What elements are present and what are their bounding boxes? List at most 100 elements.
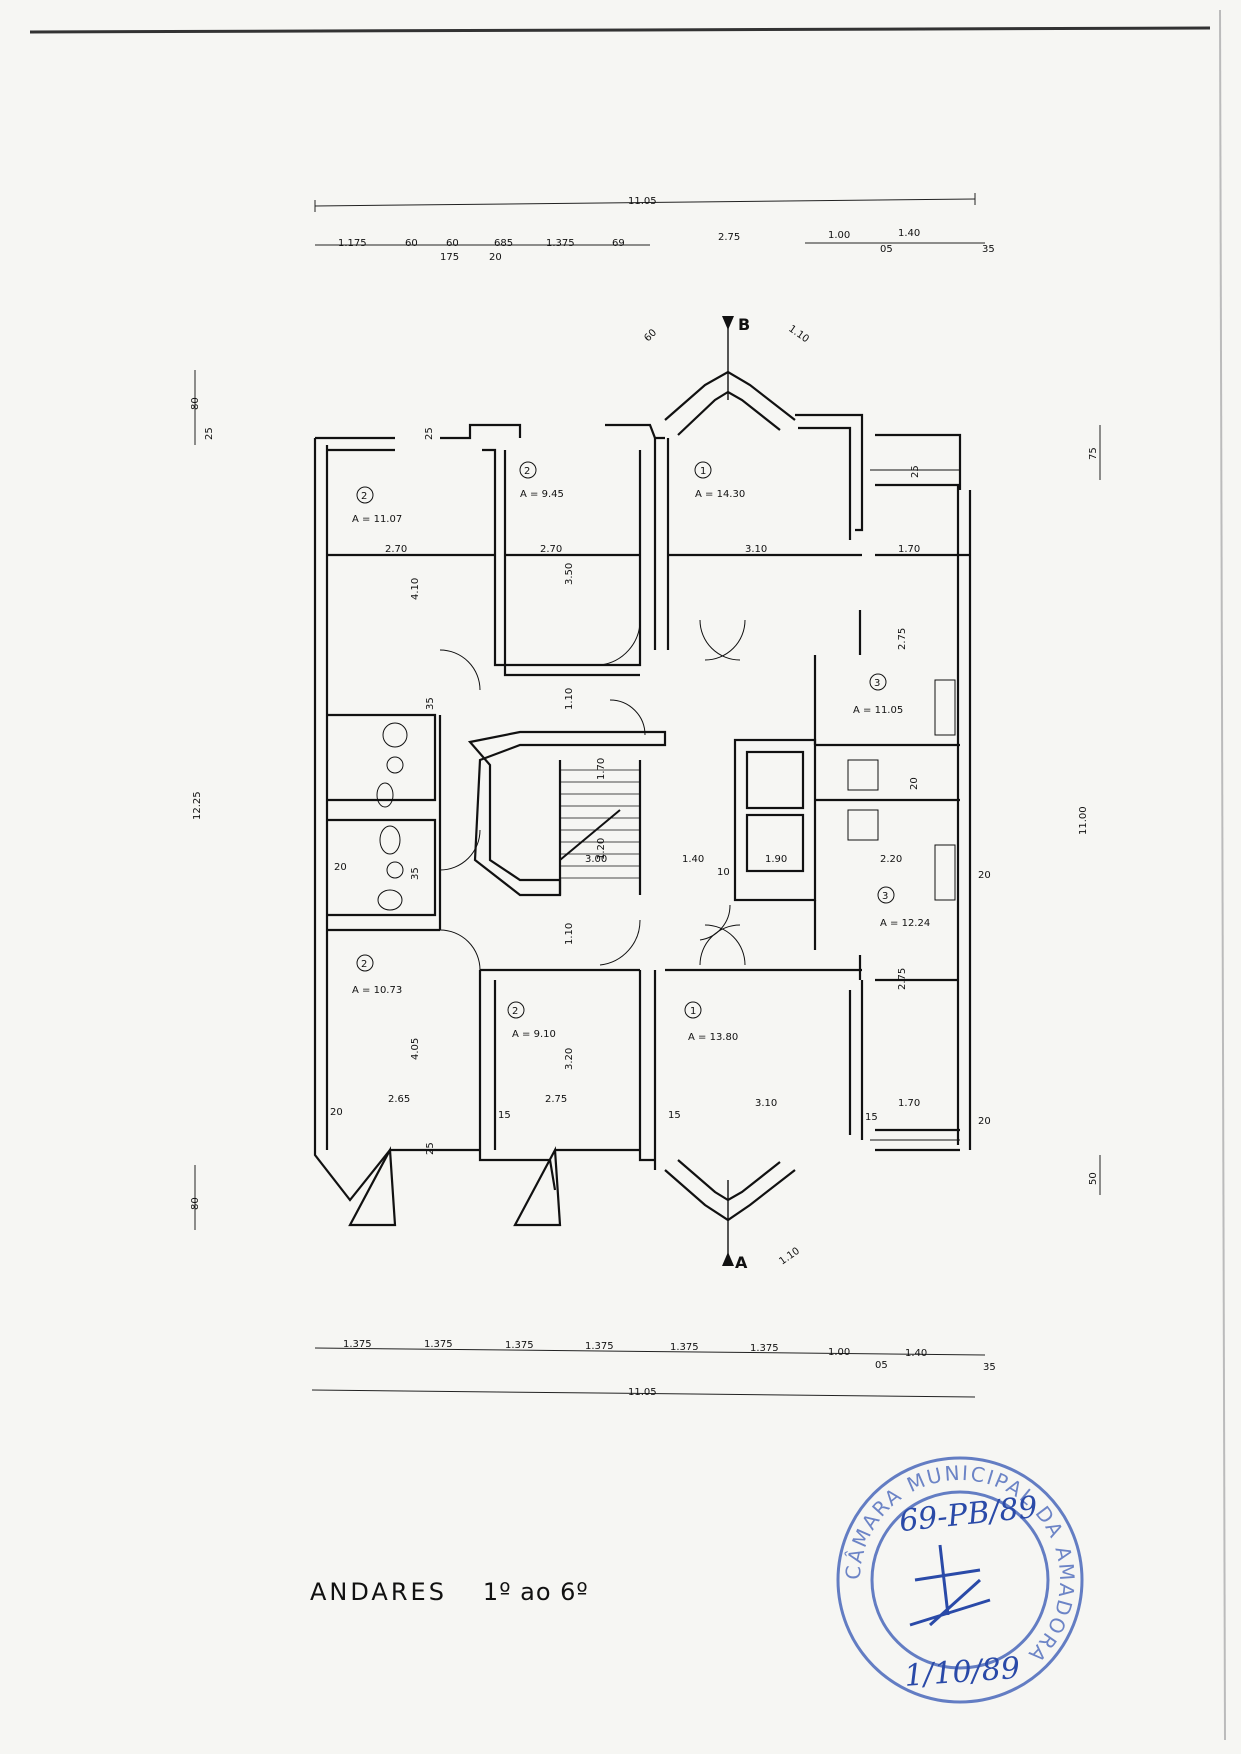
svg-text:2.75: 2.75 (897, 968, 908, 990)
svg-text:80: 80 (190, 1197, 201, 1210)
overall-height-right: 11.00 (1078, 806, 1089, 835)
svg-text:2.65: 2.65 (388, 1094, 410, 1105)
svg-text:1.90: 1.90 (765, 854, 787, 865)
svg-text:11.05: 11.05 (628, 1387, 657, 1398)
stamp-reference: 69-PB/89 (898, 1490, 1040, 1539)
svg-text:3: 3 (874, 678, 880, 689)
svg-text:1.70: 1.70 (898, 544, 920, 555)
svg-text:60: 60 (642, 327, 659, 344)
svg-text:A = 10.73: A = 10.73 (352, 985, 402, 996)
svg-text:1.375: 1.375 (343, 1339, 372, 1350)
signature-mark (909, 1544, 991, 1627)
building-walls (313, 370, 972, 1227)
svg-text:1.70: 1.70 (898, 1098, 920, 1109)
svg-text:1.20: 1.20 (596, 838, 607, 860)
svg-text:60: 60 (446, 238, 459, 249)
top-overall-dimension (314, 193, 976, 212)
svg-text:1.375: 1.375 (424, 1339, 453, 1350)
svg-text:1.375: 1.375 (585, 1341, 614, 1352)
svg-text:3.10: 3.10 (755, 1098, 777, 1109)
svg-text:1.10: 1.10 (564, 688, 575, 710)
svg-text:1.00: 1.00 (828, 1347, 850, 1358)
svg-text:2: 2 (512, 1006, 518, 1017)
room-labels: 2 A = 11.07 2.70 4.10 2 A = 9.45 2.70 3.… (352, 461, 930, 1109)
svg-text:25: 25 (204, 427, 215, 440)
svg-text:1: 1 (690, 1006, 696, 1017)
svg-text:1.375: 1.375 (670, 1342, 699, 1353)
svg-text:2: 2 (361, 491, 367, 502)
title-text: ANDARES (310, 1578, 447, 1606)
overall-height-left: 12.25 (192, 791, 203, 820)
svg-text:35: 35 (983, 1362, 996, 1373)
svg-text:1.375: 1.375 (505, 1340, 534, 1351)
svg-text:A = 11.05: A = 11.05 (853, 705, 903, 716)
svg-text:25: 25 (424, 427, 435, 440)
svg-text:A: A (735, 1253, 748, 1272)
svg-text:2.70: 2.70 (540, 544, 562, 555)
svg-text:05: 05 (875, 1360, 888, 1371)
svg-text:2: 2 (524, 466, 530, 477)
svg-text:05: 05 (880, 244, 893, 255)
svg-text:69: 69 (612, 238, 625, 249)
svg-text:1.10: 1.10 (564, 923, 575, 945)
svg-text:35: 35 (410, 867, 421, 880)
svg-text:1.40: 1.40 (898, 228, 920, 239)
svg-text:1.40: 1.40 (682, 854, 704, 865)
svg-text:1.375: 1.375 (750, 1343, 779, 1354)
svg-text:A = 9.45: A = 9.45 (520, 489, 564, 500)
svg-text:20: 20 (909, 777, 920, 790)
municipal-stamp: CÂMARA MUNICIPAL DA AMADORA 69-PB/89 1/1… (836, 1456, 1084, 1704)
svg-text:25: 25 (425, 1142, 436, 1155)
svg-text:A = 13.80: A = 13.80 (688, 1032, 738, 1043)
svg-text:1: 1 (700, 466, 706, 477)
svg-text:60: 60 (405, 238, 418, 249)
svg-text:3.00: 3.00 (585, 854, 607, 865)
svg-text:3: 3 (882, 891, 888, 902)
svg-text:20: 20 (978, 870, 991, 881)
svg-text:685: 685 (494, 238, 513, 249)
svg-text:3.10: 3.10 (745, 544, 767, 555)
svg-text:15: 15 (668, 1110, 681, 1121)
bottom-segment-dimensions: 1.375 1.375 1.375 1.375 1.375 1.375 1.00… (314, 1339, 996, 1373)
svg-text:1.10: 1.10 (786, 323, 811, 345)
overall-width-top: 11.05 (628, 196, 657, 207)
svg-text:3.20: 3.20 (564, 1048, 575, 1070)
svg-text:A = 14.30: A = 14.30 (695, 489, 745, 500)
svg-text:4.10: 4.10 (410, 578, 421, 600)
section-marker-a: A (722, 1180, 748, 1272)
svg-text:1.10: 1.10 (777, 1246, 802, 1268)
svg-text:2.20: 2.20 (880, 854, 902, 865)
svg-text:2: 2 (361, 959, 367, 970)
svg-text:2.75: 2.75 (545, 1094, 567, 1105)
svg-text:20: 20 (489, 252, 502, 263)
svg-text:20: 20 (334, 862, 347, 873)
section-marker-b: B (722, 315, 750, 400)
svg-text:80: 80 (190, 397, 201, 410)
svg-text:1.375: 1.375 (546, 238, 575, 249)
svg-text:175: 175 (440, 252, 459, 263)
svg-text:15: 15 (498, 1110, 511, 1121)
top-segment-dimensions: 1.175 60 60 175 685 20 1.375 69 2.75 1.0… (315, 228, 995, 263)
svg-text:2.75: 2.75 (718, 232, 740, 243)
svg-text:1.70: 1.70 (596, 758, 607, 780)
svg-text:10: 10 (717, 867, 730, 878)
svg-text:A = 9.10: A = 9.10 (512, 1029, 556, 1040)
svg-text:75: 75 (1088, 447, 1099, 460)
svg-text:1.00: 1.00 (828, 230, 850, 241)
svg-text:1.40: 1.40 (905, 1348, 927, 1359)
wall-thickness-marks: 20 15 15 15 20 20 20 25 25 25 35 35 20 (330, 427, 991, 1155)
svg-text:25: 25 (910, 465, 921, 478)
svg-text:2.75: 2.75 (897, 628, 908, 650)
svg-text:3.50: 3.50 (564, 563, 575, 585)
bottom-overall-dimension: 11.05 (311, 1387, 976, 1398)
circulation-dimensions: 1.10 1.10 1.70 3.00 1.40 10 1.90 1.20 (564, 688, 787, 945)
stamp-date: 1/10/89 (903, 1651, 1021, 1694)
svg-text:20: 20 (330, 1107, 343, 1118)
svg-text:35: 35 (425, 697, 436, 710)
svg-text:35: 35 (982, 244, 995, 255)
svg-text:4.05: 4.05 (410, 1038, 421, 1060)
svg-text:2.70: 2.70 (385, 544, 407, 555)
svg-text:A = 12.24: A = 12.24 (880, 918, 930, 929)
